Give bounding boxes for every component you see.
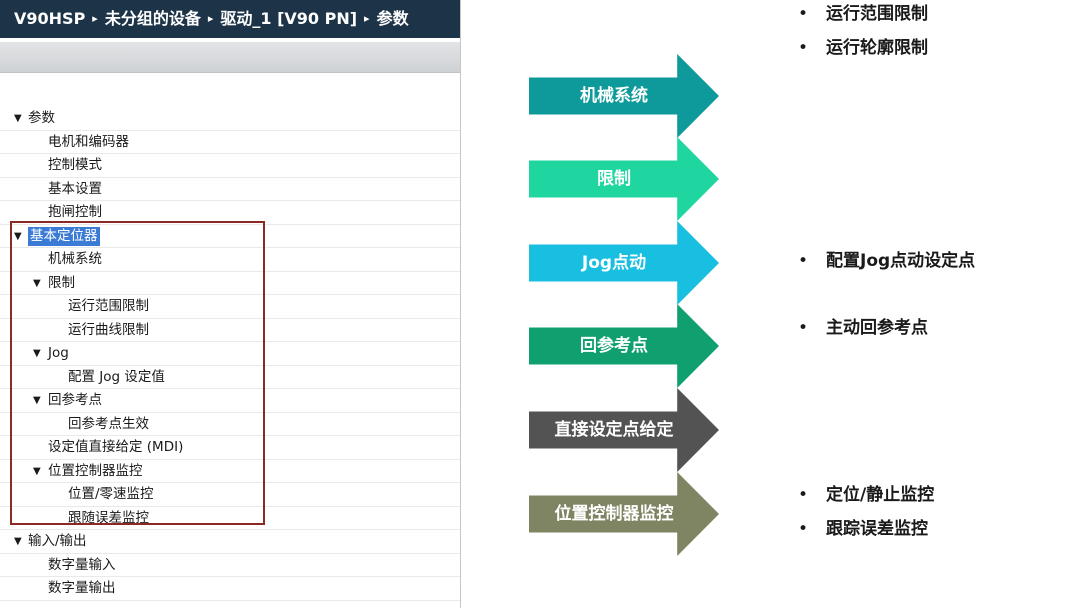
flow-step-bullets: • 主动回参考点 — [798, 313, 928, 347]
bullet-text: 运行轮廓限制 — [826, 38, 928, 58]
tree-node[interactable]: 抱闸控制 — [0, 201, 460, 225]
toolbar — [0, 42, 460, 73]
breadcrumb-item[interactable]: 参数 — [376, 9, 409, 28]
bullet-text: 定位/静止监控 — [826, 485, 935, 505]
expand-toggle-icon[interactable]: ▼ — [33, 277, 41, 289]
tree-node-label: 基本定位器 — [28, 226, 100, 246]
bullet-text: 跟踪误差监控 — [826, 519, 928, 539]
flow-step-bullets: • 定位/静止监控 • 跟踪误差监控 — [798, 480, 934, 548]
bullet-text: 主动回参考点 — [826, 318, 928, 338]
tree-node[interactable]: ▼ 基本定位器 — [0, 225, 460, 248]
breadcrumb-separator-icon: ▸ — [207, 12, 214, 25]
breadcrumb-item[interactable]: 未分组的设备 — [104, 9, 201, 28]
tree-node-label: 电机和编码器 — [48, 133, 129, 150]
tree-node-label: 位置控制器监控 — [48, 462, 143, 479]
tree-node-label: 设定值直接给定 (MDI) — [48, 439, 184, 455]
expand-toggle-icon[interactable]: ▼ — [14, 113, 22, 124]
flow-step-label: 位置控制器监控 — [554, 504, 674, 524]
tree-node-label: 控制模式 — [48, 157, 102, 173]
tree-node[interactable]: 运行范围限制 — [0, 295, 460, 319]
bullet-icon: • — [798, 38, 809, 58]
expand-toggle-icon[interactable]: ▼ — [33, 395, 41, 406]
flow-step-label: 限制 — [597, 169, 631, 189]
expand-toggle-icon[interactable]: ▼ — [33, 348, 41, 359]
flow-step-label: Jog点动 — [581, 253, 647, 273]
expand-toggle-icon[interactable]: ▼ — [14, 536, 22, 547]
bullet-item: • 运行轮廓限制 — [798, 33, 928, 67]
flow-step-bullets: • 配置Jog点动设定点 — [798, 246, 975, 280]
tree-node-label: 运行范围限制 — [68, 298, 149, 314]
tree-node[interactable]: 电机和编码器 — [0, 131, 460, 154]
breadcrumb-separator-icon: ▸ — [364, 12, 370, 25]
tree-node-label: Jog — [48, 345, 69, 361]
tree-node[interactable]: 控制模式 — [0, 154, 460, 178]
tree-node[interactable]: ▼ 限制 — [0, 272, 460, 295]
tree-node[interactable]: 数字量输入 — [0, 554, 460, 577]
tree-node[interactable]: ▼ Jog — [0, 342, 460, 366]
tree-node-label: 位置/零速监控 — [68, 486, 154, 502]
tree-node-label: 运行曲线限制 — [68, 321, 149, 338]
expand-toggle-icon[interactable]: ▼ — [14, 230, 22, 242]
expand-toggle-icon[interactable]: ▼ — [33, 465, 41, 477]
tree-node-label: 数字量输入 — [48, 556, 116, 573]
tree-node[interactable]: 回参考点生效 — [0, 413, 460, 436]
tree-node[interactable]: 机械系统 — [0, 248, 460, 272]
flow-step-bullets: • 运行范围限制 • 运行轮廓限制 — [798, 0, 928, 67]
tree-node[interactable]: 位置/零速监控 — [0, 483, 460, 507]
tree-node-label: 回参考点生效 — [68, 415, 149, 432]
tree-node-label: 数字量输出 — [48, 580, 116, 596]
breadcrumb: V90HSP ▸ 未分组的设备 ▸ 驱动_1 [V90 PN] ▸ 参数 — [0, 0, 460, 38]
bullet-item: • 定位/静止监控 — [798, 480, 934, 514]
tree-node-label: 参数 — [28, 110, 55, 126]
tree-node[interactable]: ▼ 位置控制器监控 — [0, 460, 460, 483]
tree-node[interactable]: ▼ 参数 — [0, 107, 460, 131]
breadcrumb-separator-icon: ▸ — [92, 12, 98, 25]
bullet-icon: • — [798, 4, 809, 24]
tree-node-label: 配置 Jog 设定值 — [68, 368, 165, 385]
parameter-tree-panel: V90HSP ▸ 未分组的设备 ▸ 驱动_1 [V90 PN] ▸ 参数 ▼ 参数电机和编码器… — [0, 0, 461, 608]
bullet-text: 运行范围限制 — [826, 4, 928, 24]
bullet-icon: • — [798, 318, 809, 338]
breadcrumb-item[interactable]: V90HSP — [14, 9, 86, 28]
tree-node[interactable]: 数字量输出 — [0, 577, 460, 601]
tree-node[interactable]: 运行曲线限制 — [0, 319, 460, 342]
flow-step-label: 回参考点 — [580, 336, 648, 356]
bullet-text: 配置Jog点动设定点 — [826, 251, 976, 271]
tree-node-label: 抱闸控制 — [48, 204, 102, 220]
tree-node-label: 回参考点 — [48, 392, 102, 408]
tree-node-label: 基本设置 — [48, 180, 102, 197]
bullet-item: • 跟踪误差监控 — [798, 514, 934, 548]
tree-node-label: 机械系统 — [48, 251, 102, 267]
tree-node-label: 输入/输出 — [28, 533, 87, 549]
flow-step-label: 机械系统 — [580, 86, 648, 106]
flow-step-label: 直接设定点给定 — [554, 420, 674, 440]
tree-node-label: 限制 — [48, 274, 75, 291]
bullet-icon: • — [798, 519, 809, 539]
breadcrumb-item[interactable]: 驱动_1 [V90 PN] — [220, 9, 358, 28]
bullet-icon: • — [798, 485, 809, 505]
bullet-item: • 配置Jog点动设定点 — [798, 246, 975, 280]
tree-node[interactable]: ▼ 输入/输出 — [0, 530, 460, 554]
tree-node[interactable]: ▼ 回参考点 — [0, 389, 460, 413]
bullet-item: • 运行范围限制 — [798, 0, 928, 33]
bullet-item: • 主动回参考点 — [798, 313, 928, 347]
tree-node[interactable]: 设定值直接给定 (MDI) — [0, 436, 460, 460]
tree-node[interactable]: 跟随误差监控 — [0, 507, 460, 530]
bullet-icon: • — [798, 251, 809, 271]
parameter-tree: ▼ 参数电机和编码器控制模式基本设置抱闸控制 ▼ 基本定位器机械系统 ▼ 限制运行范围限制… — [0, 107, 460, 601]
tree-node-label: 跟随误差监控 — [68, 509, 149, 526]
tree-node[interactable]: 基本设置 — [0, 178, 460, 201]
tree-node[interactable]: 配置 Jog 设定值 — [0, 366, 460, 389]
